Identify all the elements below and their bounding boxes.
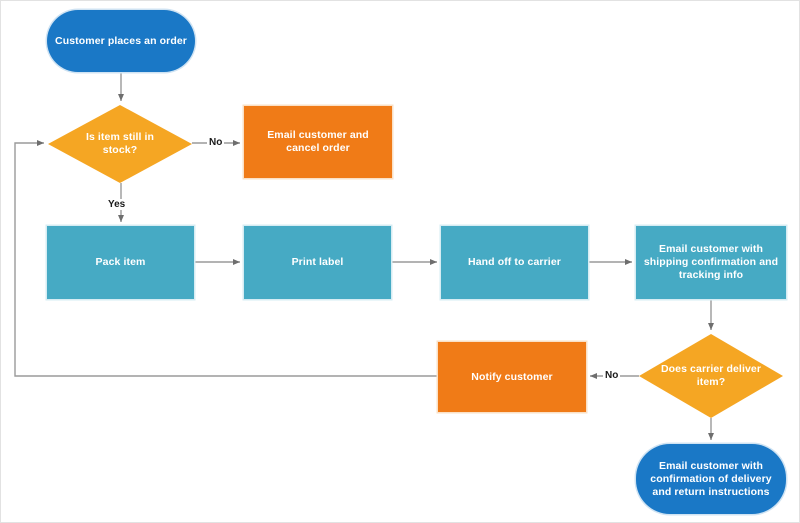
edge-label-yes-in-stock: Yes bbox=[106, 199, 128, 210]
node-email-cancel-order[interactable]: Email customer and cancel order bbox=[244, 106, 392, 178]
node-label: Email customer and cancel order bbox=[267, 129, 369, 154]
node-label: Email customer with shipping confirmatio… bbox=[643, 243, 779, 281]
node-label: Pack item bbox=[95, 256, 146, 268]
node-label: Does carrier deliver item? bbox=[660, 363, 762, 388]
node-label: Email customer with confirmation of deli… bbox=[650, 459, 772, 498]
node-print-label[interactable]: Print label bbox=[244, 226, 391, 299]
diamond-shape bbox=[48, 105, 192, 183]
edge-label-no-not-delivered: No bbox=[603, 370, 621, 381]
node-label: Hand off to carrier bbox=[468, 256, 561, 268]
node-does-carrier-deliver-decision[interactable]: Does carrier deliver item? bbox=[639, 334, 783, 418]
node-pack-item[interactable]: Pack item bbox=[47, 226, 194, 299]
node-label: Is item still in stock? bbox=[85, 131, 155, 156]
edge-label-no-out-of-stock: No bbox=[207, 137, 225, 148]
node-label: Customer places an order bbox=[55, 34, 187, 47]
node-is-item-in-stock-decision[interactable]: Is item still in stock? bbox=[48, 105, 192, 183]
node-label: Notify customer bbox=[471, 370, 553, 383]
node-label: Print label bbox=[291, 256, 344, 268]
node-notify-customer[interactable]: Notify customer bbox=[438, 342, 586, 412]
diamond-shape bbox=[639, 334, 783, 418]
node-customer-places-order[interactable]: Customer places an order bbox=[47, 10, 195, 72]
node-hand-off-to-carrier[interactable]: Hand off to carrier bbox=[441, 226, 588, 299]
node-email-shipping-confirmation[interactable]: Email customer with shipping confirmatio… bbox=[636, 226, 786, 299]
node-email-delivery-confirmation[interactable]: Email customer with confirmation of deli… bbox=[636, 444, 786, 514]
